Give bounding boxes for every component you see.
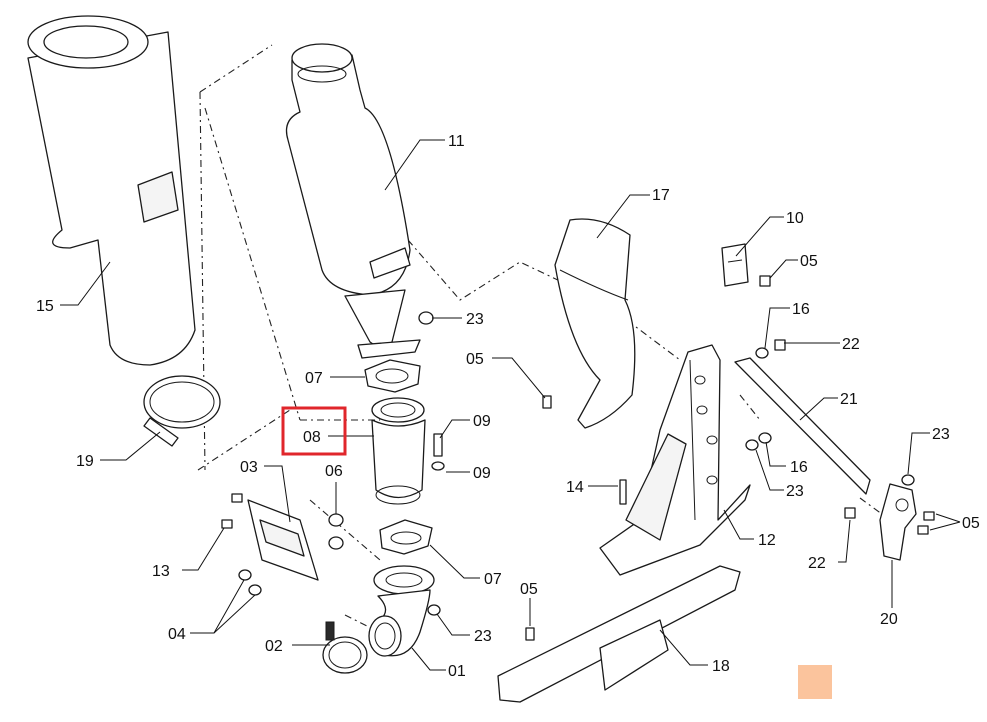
label-07-bottom: 07: [484, 571, 502, 588]
label-21: 21: [840, 391, 858, 408]
label-23-bottom: 23: [474, 628, 492, 645]
label-14: 14: [566, 479, 584, 496]
assembly-lines: [197, 44, 891, 631]
part-03-bracket: [247, 499, 319, 581]
label-03: 03: [240, 459, 258, 476]
label-16-bottom: 16: [790, 459, 808, 476]
part-12-bracket: [599, 344, 751, 576]
part-01-elbow-pipe: [368, 565, 435, 657]
label-08: 08: [303, 429, 321, 446]
part-10-plate: [721, 243, 749, 287]
label-15: 15: [36, 298, 54, 315]
label-12: 12: [758, 532, 776, 549]
label-10: 10: [786, 210, 804, 227]
label-07-top: 07: [305, 370, 323, 387]
label-11: 11: [448, 133, 465, 150]
part-07-gasket-top: [364, 359, 421, 393]
label-02: 02: [265, 638, 283, 655]
leader-lines: [60, 139, 961, 671]
part-21-strut: [734, 357, 871, 495]
part-02-clamp: [322, 621, 368, 674]
label-16-top: 16: [792, 301, 810, 318]
label-09-bottom: 09: [473, 465, 491, 482]
label-05-right: 05: [962, 515, 980, 532]
part-20-bracket: [879, 483, 917, 561]
part-18-rail: [497, 565, 741, 703]
callout-labels: 11 15 17 10 05 23 16 22 05 07 08 09 09 2…: [36, 133, 980, 680]
label-22-bottom: 22: [808, 555, 826, 572]
label-05-mid: 05: [466, 351, 484, 368]
highlight-box-08: [281, 406, 347, 456]
part-19-clamp: [143, 375, 221, 447]
label-05-bottom: 05: [520, 581, 538, 598]
part-17-heat-shield: [554, 218, 636, 429]
color-swatch: [798, 665, 832, 699]
label-05-top: 05: [800, 253, 818, 270]
part-08-flex-pipe: [371, 397, 426, 505]
label-01: 01: [448, 663, 466, 680]
label-09-top: 09: [473, 413, 491, 430]
part-11-muffler: [285, 43, 421, 359]
label-13: 13: [152, 563, 170, 580]
label-22-top: 22: [842, 336, 860, 353]
part-15-tail-pipe: [27, 15, 196, 366]
label-23-mid: 23: [786, 483, 804, 500]
label-23-right: 23: [932, 426, 950, 443]
label-20: 20: [880, 611, 898, 628]
label-04: 04: [168, 626, 186, 643]
part-09-bolts: [431, 433, 445, 471]
label-18: 18: [712, 658, 730, 675]
label-19: 19: [76, 453, 94, 470]
part-07-gasket-bottom: [379, 519, 433, 555]
label-06: 06: [325, 463, 343, 480]
label-17: 17: [652, 187, 670, 204]
label-23-top: 23: [466, 311, 484, 328]
fasteners: [221, 275, 935, 641]
